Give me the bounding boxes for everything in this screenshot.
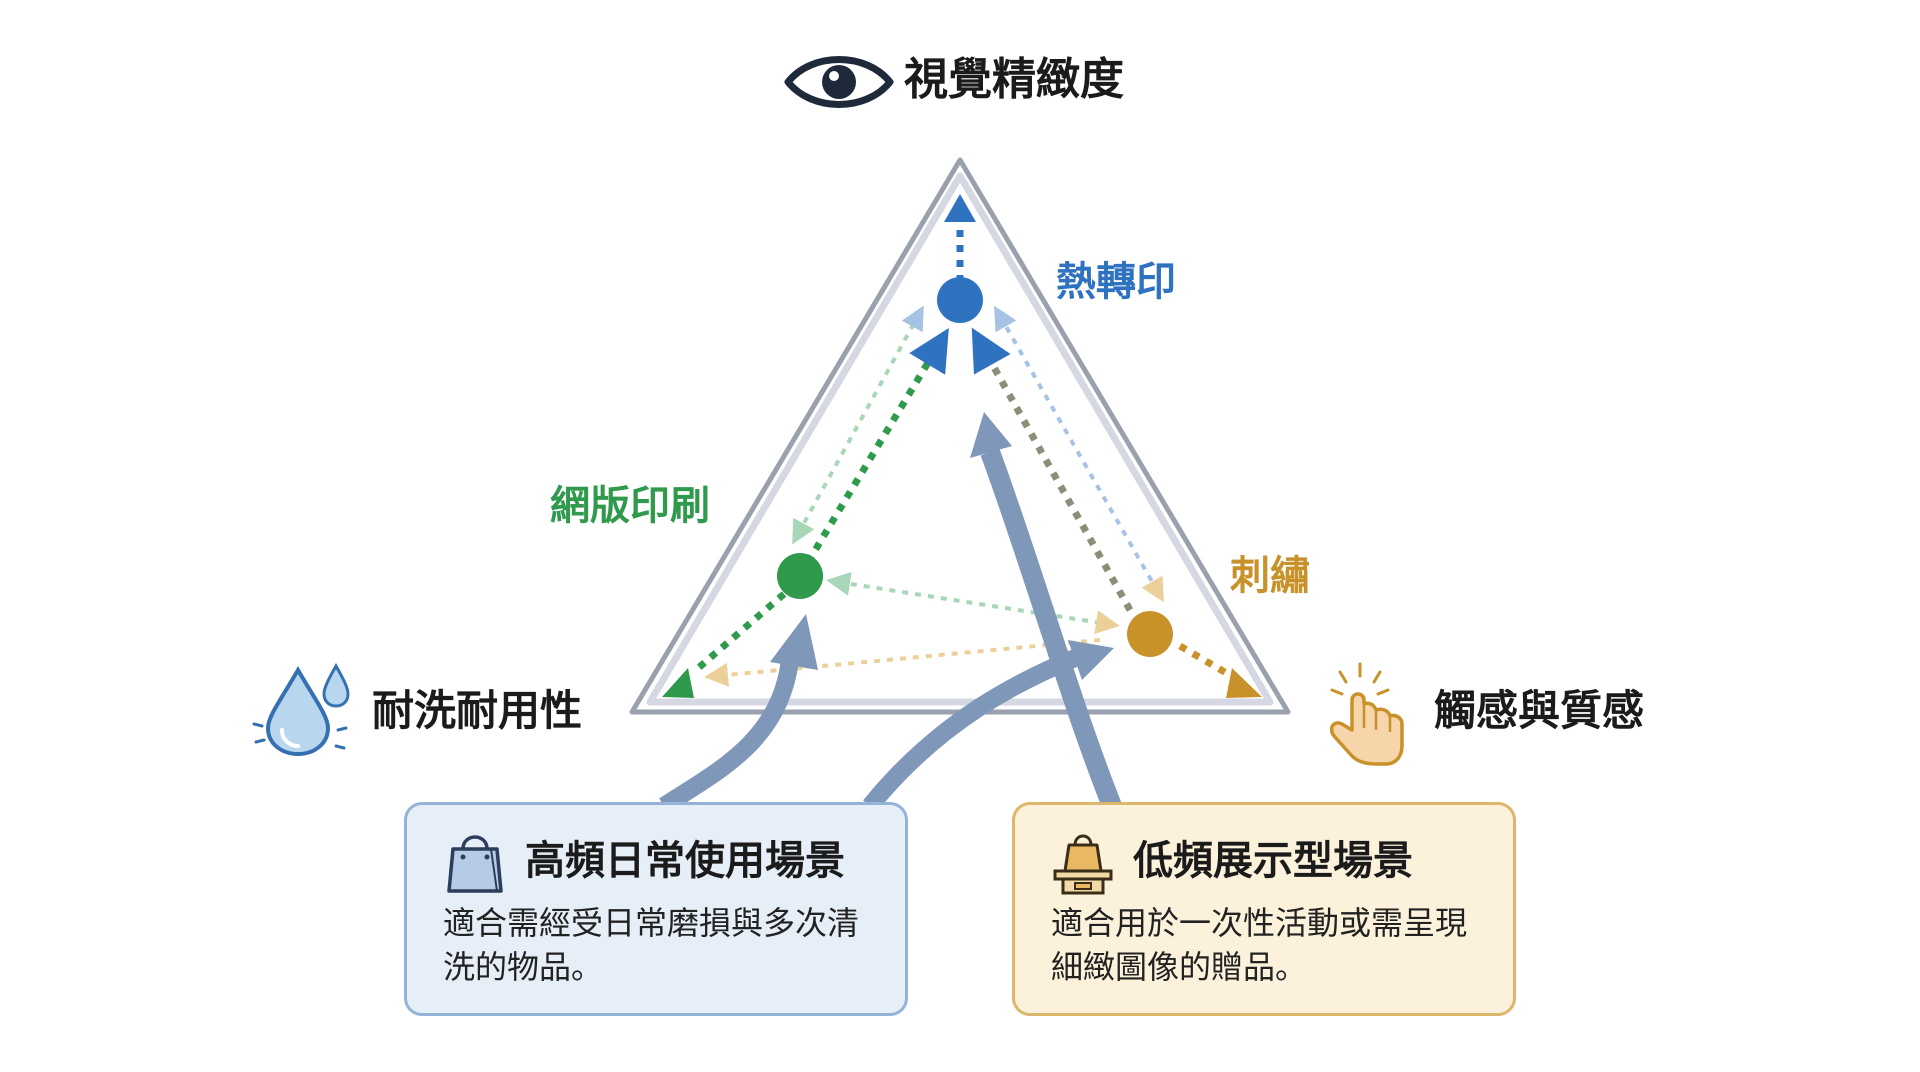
heat-transfer-node xyxy=(937,277,983,323)
flow-arrow-daily-to-screen-print xyxy=(659,658,799,814)
axis-label-touch-texture: 觸感與質感 xyxy=(1434,686,1645,735)
light-link-middle xyxy=(826,571,1120,635)
light-link-left xyxy=(792,305,924,545)
method-label-embroidery: 刺繡 xyxy=(1230,553,1310,599)
flow-arrow-display-to-heat-transfer-head xyxy=(970,412,1012,458)
method-label-heat-transfer: 熱轉印 xyxy=(1056,259,1176,305)
triangle-outline xyxy=(629,157,1291,715)
light-link-right xyxy=(994,305,1164,603)
scenario-title-display: 低頻展示型場景 xyxy=(1133,838,1413,884)
screen-print-node xyxy=(777,553,823,599)
scenario-title-daily-use: 高頻日常使用場景 xyxy=(525,838,845,884)
axis-label-wash-durability: 耐洗耐用性 xyxy=(372,686,583,735)
scenario-desc-daily-use: 適合需經受日常磨損與多次清洗的物品。 xyxy=(443,904,860,987)
flow-arrow-display-to-heat-transfer xyxy=(980,448,1122,810)
scenario-card-display: 低頻展示型場景 適合用於一次性活動或需呈現細緻圖像的贈品。 xyxy=(1012,802,1516,1016)
right-corner-arrowhead xyxy=(1226,668,1262,698)
gift-display-icon xyxy=(1053,834,1113,895)
left-corner-arrowhead xyxy=(662,668,694,698)
embroidery-node xyxy=(1127,611,1173,657)
axis-label-visual-detail: 視覺精緻度 xyxy=(904,54,1124,105)
flow-arrow-daily-to-screen-print-head xyxy=(770,614,818,670)
touch-hand-icon xyxy=(1329,662,1404,766)
method-label-screen-print: 網版印刷 xyxy=(550,483,710,529)
scenario-desc-display: 適合用於一次性活動或需呈現細緻圖像的贈品。 xyxy=(1051,904,1468,987)
triangle-inner-outline xyxy=(646,172,1274,706)
scenario-card-daily-use: 高頻日常使用場景 適合需經受日常磨損與多次清洗的物品。 xyxy=(404,802,908,1016)
screen-print-to-left xyxy=(693,591,787,673)
embroidery-to-right xyxy=(1178,642,1230,678)
flow-arrow-daily-to-embroidery xyxy=(863,647,1084,812)
eye-icon xyxy=(784,56,894,108)
flow-arrow-daily-to-embroidery-head xyxy=(1068,640,1114,680)
top-corner-arrowhead xyxy=(944,194,976,222)
water-drop-icon xyxy=(252,662,350,757)
shopping-bag-icon xyxy=(447,835,503,893)
